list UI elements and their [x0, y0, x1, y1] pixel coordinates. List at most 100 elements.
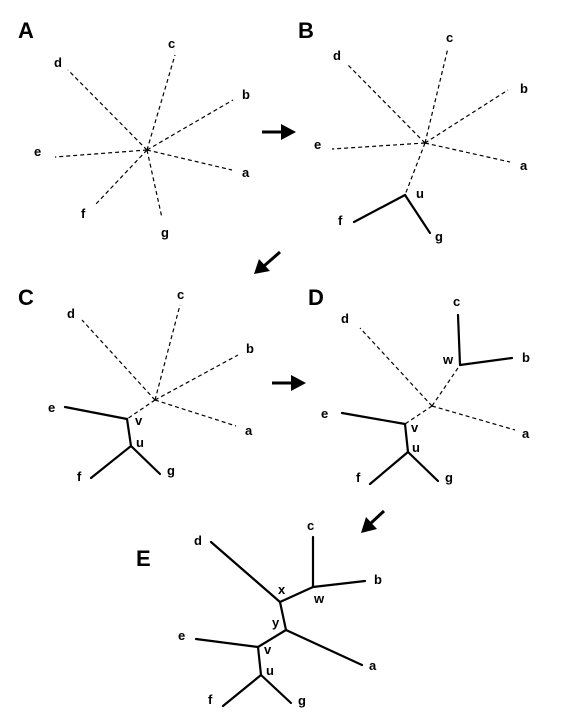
- node-label-w: w: [442, 352, 454, 367]
- leaf-label-f: f: [81, 206, 86, 221]
- branch-b-e: [331, 142, 426, 150]
- branch-b-b: [424, 89, 509, 144]
- leaf-label-g: g: [445, 470, 453, 485]
- node-label-u: u: [416, 186, 424, 201]
- leaf-label-g: g: [298, 693, 306, 708]
- leaf-label-b: b: [374, 572, 382, 587]
- leaf-label-b: b: [522, 350, 530, 365]
- leaf-label-d: d: [67, 306, 75, 321]
- branch-a-c: [146, 54, 176, 151]
- leaf-label-d: d: [194, 533, 202, 548]
- leaf-label-e: e: [321, 406, 328, 421]
- leaf-label-a: a: [520, 158, 528, 173]
- branch-e-f: [221, 673, 263, 708]
- arrow-c-to-d: [272, 375, 306, 391]
- panel-e: E d c b e a f g x w y v u: [136, 518, 382, 708]
- leaf-label-f: f: [208, 692, 213, 707]
- leaf-label-a: a: [245, 423, 253, 438]
- leaf-label-c: c: [177, 287, 184, 302]
- branch-e-d: [209, 540, 282, 604]
- leaf-label-c: c: [307, 518, 314, 533]
- branch-a-f: [94, 149, 148, 206]
- branch-e-y: [278, 600, 288, 632]
- branch-d-v: [404, 405, 433, 425]
- branch-a-d: [67, 69, 148, 151]
- branch-d-b: [458, 356, 514, 367]
- panel-c: C d c b e a f g v u: [18, 285, 254, 484]
- branch-c-v: [126, 399, 156, 420]
- panel-a: A d c b e a f g: [18, 18, 250, 240]
- branch-b-f: [352, 193, 407, 224]
- leaf-label-d: d: [333, 48, 341, 63]
- branch-c-u: [125, 417, 133, 448]
- branch-e-e: [194, 637, 260, 649]
- leaf-label-f: f: [77, 469, 82, 484]
- leaf-label-b: b: [520, 81, 528, 96]
- leaf-label-e: e: [178, 628, 185, 643]
- arrow-b-to-c: [254, 250, 281, 274]
- node-label-v: v: [135, 413, 143, 428]
- panel-b: B d c b e a f g u: [298, 18, 528, 244]
- node-label-u: u: [136, 435, 144, 450]
- node-label-u: u: [412, 440, 420, 455]
- branch-a-e: [54, 149, 148, 158]
- branch-d-a: [431, 405, 516, 431]
- panel-label-a: A: [18, 18, 34, 43]
- leaf-label-g: g: [435, 229, 443, 244]
- arrow-a-to-b: [262, 124, 296, 140]
- leaf-label-a: a: [369, 658, 377, 673]
- branch-b-a: [424, 142, 511, 163]
- branch-b-u: [404, 142, 426, 196]
- panel-label-b: B: [298, 18, 314, 43]
- branch-c-d: [81, 319, 156, 401]
- branch-e-u: [256, 645, 263, 677]
- panel-d: D d c b e a f g w v u: [308, 285, 530, 486]
- leaf-label-f: f: [356, 470, 361, 485]
- node-label-w: w: [313, 591, 325, 606]
- branch-c-c: [154, 304, 181, 401]
- node-label-x: x: [278, 582, 286, 597]
- leaf-label-b: b: [246, 341, 254, 356]
- branch-e-g: [259, 673, 293, 705]
- node-label-u: u: [266, 663, 274, 678]
- panel-label-e: E: [136, 546, 151, 571]
- leaf-label-d: d: [341, 311, 349, 326]
- branch-e-v: [256, 628, 288, 649]
- leaf-label-d: d: [54, 55, 62, 70]
- arrow-d-to-e: [361, 509, 386, 533]
- branch-c-b: [154, 354, 239, 401]
- leaf-label-c: c: [453, 294, 460, 309]
- branch-c-e: [63, 405, 129, 421]
- node-label-v: v: [264, 642, 272, 657]
- leaf-label-a: a: [522, 426, 530, 441]
- branch-e-b: [311, 579, 367, 589]
- leaf-label-c: c: [168, 36, 175, 51]
- leaf-label-g: g: [167, 463, 175, 478]
- branch-d-f: [368, 450, 410, 486]
- branch-e-a: [284, 628, 364, 667]
- branch-b-d: [347, 64, 426, 144]
- panel-label-c: C: [18, 285, 34, 310]
- node-label-y: y: [272, 615, 280, 630]
- branch-d-e: [340, 411, 407, 426]
- leaf-label-b: b: [242, 87, 250, 102]
- branch-e-w: [278, 585, 315, 604]
- branch-d-d: [359, 327, 433, 407]
- leaf-label-g: g: [161, 225, 169, 240]
- branch-c-a: [154, 399, 237, 427]
- branch-d-g: [406, 450, 440, 483]
- branch-c-f: [89, 444, 133, 480]
- leaf-label-e: e: [34, 144, 41, 159]
- branch-a-g: [146, 149, 163, 219]
- leaf-label-f: f: [338, 213, 343, 228]
- branch-d-w: [431, 364, 461, 407]
- leaf-label-e: e: [48, 400, 55, 415]
- branch-a-b: [146, 99, 234, 151]
- branch-a-a: [146, 149, 233, 171]
- branch-b-c: [424, 47, 449, 144]
- branch-b-g: [403, 193, 432, 235]
- branch-d-c: [456, 313, 462, 367]
- leaf-label-c: c: [446, 30, 453, 45]
